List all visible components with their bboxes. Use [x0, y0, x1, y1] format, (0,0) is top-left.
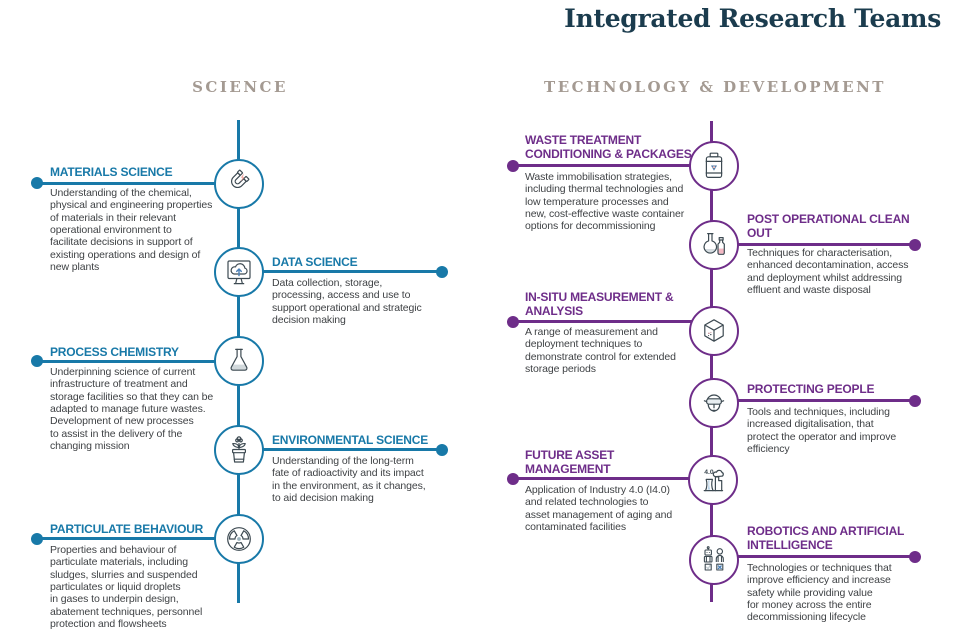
connector-line	[37, 537, 215, 540]
connector-line	[730, 399, 915, 402]
connector-line	[513, 477, 690, 480]
item-description: Properties and behaviour of particulate …	[50, 544, 203, 631]
item-description: Application of Industry 4.0 (I4.0) and r…	[525, 484, 673, 534]
connector-line	[37, 182, 215, 185]
item-title-robotics-ai: ROBOTICS AND ARTIFICIAL INTELLIGENCE	[747, 524, 905, 552]
connector-dot	[31, 177, 43, 189]
item-description: Data collection, storage, processing, ac…	[272, 277, 422, 327]
item-title-in-situ-measurement: IN-SITU MEASUREMENT & ANALYSIS	[525, 290, 674, 318]
process-chemistry-node	[214, 336, 264, 386]
item-title-waste-treatment: WASTE TREATMENT CONDITIONING & PACKAGES	[525, 133, 692, 161]
item-description: Tools and techniques, including increase…	[747, 406, 897, 456]
waste-drum-icon	[705, 152, 723, 179]
connector-dot	[31, 533, 43, 545]
connector-dot	[507, 473, 519, 485]
data-science-node	[214, 247, 264, 297]
connector-dot	[909, 551, 921, 563]
connector-dot	[909, 395, 921, 407]
computer-cloud-icon	[227, 260, 251, 285]
item-title-future-asset-management: FUTURE ASSET MANAGEMENT	[525, 448, 615, 476]
connector-dot	[909, 239, 921, 251]
in-situ-measurement-node	[689, 306, 739, 356]
industry-4-icon: 4.0	[703, 469, 724, 492]
connector-line	[255, 448, 442, 451]
connector-line	[255, 270, 442, 273]
materials-science-node	[214, 159, 264, 209]
item-title-data-science: DATA SCIENCE	[272, 255, 358, 269]
robot-person-icon	[703, 546, 724, 571]
connector-line	[730, 243, 915, 246]
connector-line	[513, 164, 690, 167]
item-description: Understanding of the long-term fate of r…	[272, 455, 426, 505]
svg-text:4.0: 4.0	[704, 469, 714, 476]
future-asset-management-node: 4.0	[688, 455, 738, 505]
safety-goggles-icon	[703, 394, 725, 412]
connector-dot	[507, 160, 519, 172]
robotics-ai-node	[689, 535, 739, 585]
section-label-science: SCIENCE	[192, 78, 288, 96]
flask-bottle-icon	[703, 233, 725, 255]
radiation-icon	[227, 527, 251, 551]
item-description: A range of measurement and deployment te…	[525, 326, 676, 376]
flask-icon	[230, 348, 248, 371]
cube-icon	[704, 319, 724, 342]
connector-dot	[436, 266, 448, 278]
item-description: Waste immobilisation strategies, includi…	[525, 171, 685, 233]
item-description: Technologies or techniques that improve …	[747, 562, 892, 624]
connector-line	[730, 555, 915, 558]
connector-dot	[31, 355, 43, 367]
item-description: Underpinning science of current infrastr…	[50, 366, 214, 453]
item-description: Understanding of the chemical, physical …	[50, 187, 213, 274]
item-title-materials-science: MATERIALS SCIENCE	[50, 165, 173, 179]
item-title-protecting-people: PROTECTING PEOPLE	[747, 382, 875, 396]
technology-timeline-line	[710, 121, 713, 602]
connector-line	[37, 360, 215, 363]
post-operational-clean-out-node	[689, 220, 739, 270]
item-title-particulate-behaviour: PARTICULATE BEHAVIOUR	[50, 522, 204, 536]
connector-dot	[507, 316, 519, 328]
item-title-post-operational-clean-out: POST OPERATIONAL CLEAN OUT	[747, 212, 910, 240]
environmental-science-node	[214, 425, 264, 475]
section-label-technology: TECHNOLOGY & DEVELOPMENT	[544, 78, 886, 96]
plant-pot-icon	[232, 436, 247, 463]
item-description: Techniques for characterisation, enhance…	[747, 247, 909, 297]
item-title-environmental-science: ENVIRONMENTAL SCIENCE	[272, 433, 429, 447]
waste-treatment-node	[689, 141, 739, 191]
magnet-icon	[231, 169, 250, 188]
protecting-people-node	[689, 378, 739, 428]
particulate-behaviour-node	[214, 514, 264, 564]
page-title: Integrated Research Teams	[564, 4, 941, 33]
connector-dot	[436, 444, 448, 456]
connector-line	[513, 320, 693, 323]
item-title-process-chemistry: PROCESS CHEMISTRY	[50, 345, 179, 359]
